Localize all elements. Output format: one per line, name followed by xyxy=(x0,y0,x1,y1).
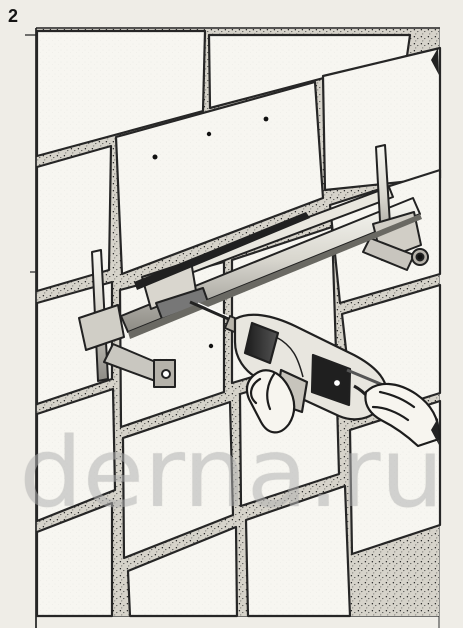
brick-top-left xyxy=(35,29,207,158)
figure-number: 2 xyxy=(8,6,19,26)
brick-bottom-center xyxy=(126,525,239,618)
brick-bottom-left xyxy=(35,501,114,618)
dark-rail-shadow xyxy=(134,212,310,290)
anchor-holes xyxy=(152,116,269,349)
brick-lower-left xyxy=(35,387,117,523)
left-clamp xyxy=(78,304,125,351)
operator-hands xyxy=(245,369,441,448)
brick-lower-center xyxy=(121,400,235,560)
frame-corner-marks xyxy=(431,48,439,445)
watermark: derna.ru xyxy=(19,417,444,529)
brick-upper-middle xyxy=(114,80,325,276)
right-lower-bracket xyxy=(362,237,415,271)
brick-bottom-right xyxy=(244,484,352,618)
